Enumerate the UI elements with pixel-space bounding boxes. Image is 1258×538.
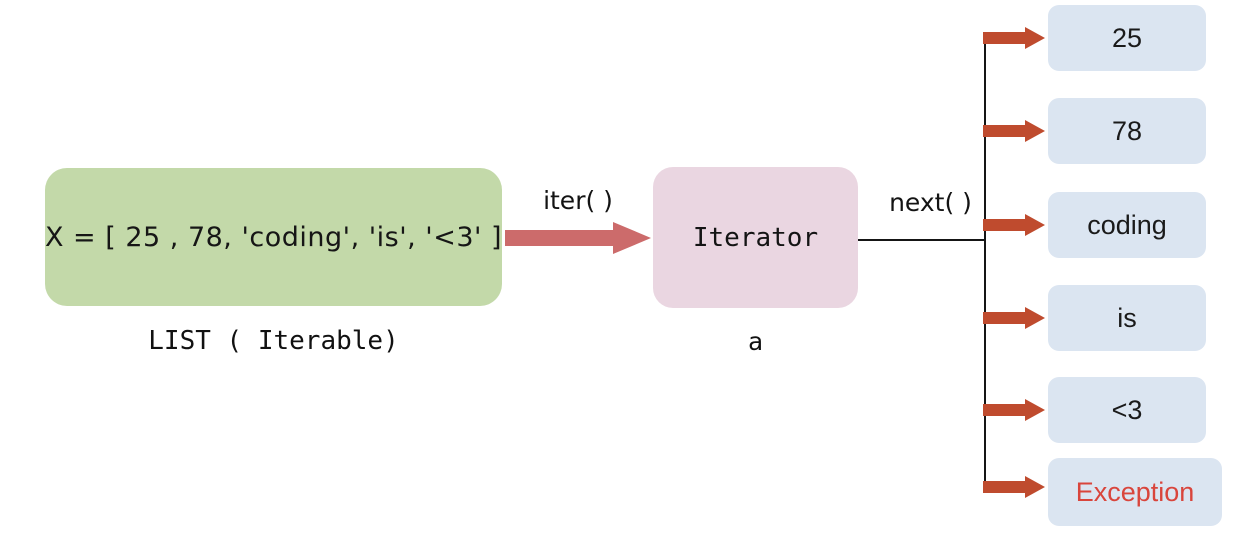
right-arrow-icon (983, 214, 1045, 236)
iterator-box: Iterator (653, 167, 858, 308)
output-box-label: Exception (1075, 476, 1195, 507)
right-arrow-icon (983, 307, 1045, 329)
iterator-box-label: Iterator (692, 222, 819, 253)
output-box-label: <3 (1111, 394, 1143, 425)
output-box-exception: Exception (1048, 458, 1222, 526)
iterable-list-caption: LIST ( Iterable) (148, 326, 399, 356)
output-box-label: 25 (1111, 22, 1143, 53)
right-arrow-icon (983, 120, 1045, 142)
connector-horizontal-line (858, 239, 986, 241)
output-box-label: is (1117, 302, 1137, 333)
output-box: <3 (1048, 377, 1206, 443)
output-box: 78 (1048, 98, 1206, 164)
output-box: coding (1048, 192, 1206, 258)
next-call-label: next( ) (889, 188, 972, 217)
output-box-label: 78 (1111, 115, 1143, 146)
right-arrow-icon (983, 399, 1045, 421)
output-box-label: coding (1087, 209, 1167, 240)
right-arrow-icon (505, 222, 651, 254)
iterable-list-box: X = [ 25 , 78, 'coding', 'is', '<3' ] (45, 168, 502, 306)
output-box: is (1048, 285, 1206, 351)
connector-vertical-line (984, 40, 986, 489)
iterator-variable-caption: a (747, 327, 764, 356)
output-box: 25 (1048, 5, 1206, 71)
right-arrow-icon (983, 476, 1045, 498)
right-arrow-icon (983, 27, 1045, 49)
iterable-list-expression: X = [ 25 , 78, 'coding', 'is', '<3' ] (44, 221, 503, 253)
iter-call-label: iter( ) (543, 186, 613, 215)
